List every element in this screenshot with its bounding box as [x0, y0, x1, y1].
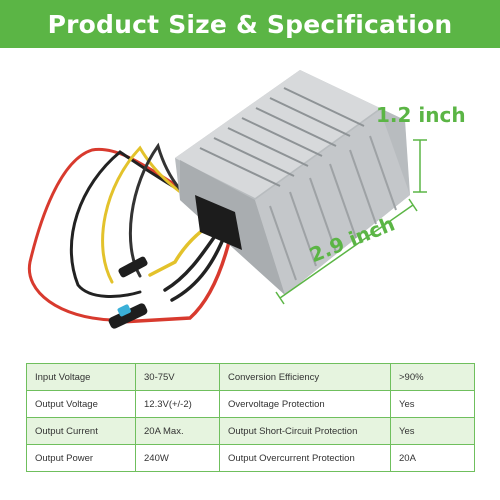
table-row: Output Voltage 12.3V(+/-2) Overvoltage P… [26, 390, 475, 418]
spec-value: Yes [390, 390, 475, 418]
spec-table: Input Voltage 30-75V Conversion Efficien… [26, 363, 475, 472]
spec-label: Conversion Efficiency [219, 363, 391, 391]
spec-value: 30-75V [135, 363, 220, 391]
spec-label: Output Short-Circuit Protection [219, 417, 391, 445]
table-row: Input Voltage 30-75V Conversion Efficien… [26, 363, 475, 391]
converter-housing [175, 70, 410, 295]
spec-label: Overvoltage Protection [219, 390, 391, 418]
height-dimension-label: 1.2 inch [376, 103, 466, 127]
spec-label: Output Overcurrent Protection [219, 444, 391, 472]
spec-label: Output Current [26, 417, 136, 445]
table-row: Output Power 240W Output Overcurrent Pro… [26, 444, 475, 472]
dimension-lines [275, 139, 427, 305]
spec-label: Input Voltage [26, 363, 136, 391]
spec-label: Output Voltage [26, 390, 136, 418]
product-photo [27, 70, 427, 329]
page-title: Product Size & Specification [47, 9, 453, 39]
fuse-holders [108, 256, 148, 329]
spec-value: 20A [390, 444, 475, 472]
spec-value: Yes [390, 417, 475, 445]
spec-label: Output Power [26, 444, 136, 472]
spec-value: 240W [135, 444, 220, 472]
spec-value: 20A Max. [135, 417, 220, 445]
title-banner: Product Size & Specification [0, 0, 500, 48]
spec-value: 12.3V(+/-2) [135, 390, 220, 418]
spec-value: >90% [390, 363, 475, 391]
table-row: Output Current 20A Max. Output Short-Cir… [26, 417, 475, 445]
spec-table-container: Input Voltage 30-75V Conversion Efficien… [26, 363, 475, 473]
